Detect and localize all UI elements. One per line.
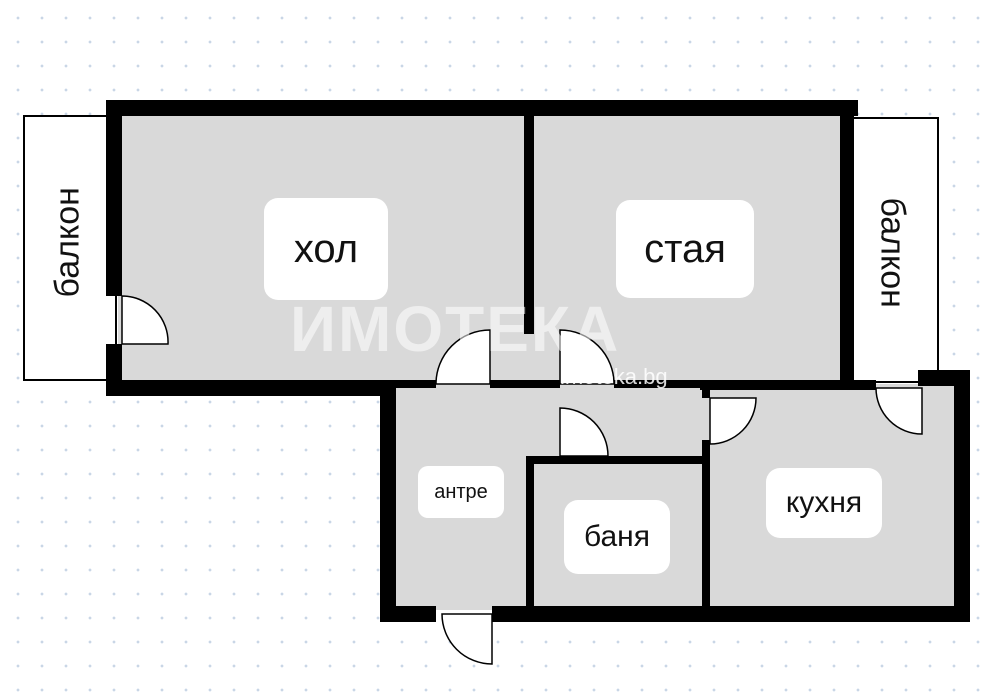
- door-kitchen: [709, 397, 757, 445]
- wall-hall-top-b: [490, 380, 560, 388]
- wall-living-bedroom: [524, 116, 534, 334]
- room-label-bathroom: баня: [564, 500, 670, 574]
- door-balcony-left: [121, 295, 169, 345]
- watermark-url: imoteka.bg: [560, 364, 668, 389]
- doors: [121, 295, 923, 665]
- walls: [106, 100, 970, 622]
- door-entrance: [441, 613, 493, 665]
- wall-left: [106, 100, 122, 296]
- door-balcony-right: [875, 387, 923, 435]
- wall-hall-left: [380, 384, 396, 622]
- wall-kitchen-top-right: [918, 370, 970, 386]
- balcony-right: [845, 117, 939, 383]
- watermark-brand: ИМОТЕКА: [290, 293, 621, 365]
- wall-living-bottom: [106, 380, 396, 396]
- wall-right-upper: [840, 100, 854, 384]
- wall-bottom-left: [380, 606, 436, 622]
- wall-kitchen-left-top: [702, 384, 710, 398]
- room-label-kitchen: кухня: [766, 468, 882, 538]
- wall-kitchen-top: [700, 380, 876, 390]
- room-label-bedroom: стая: [616, 200, 754, 298]
- wall-hall-top-c: [614, 380, 708, 388]
- wall-bottom-right: [492, 606, 970, 622]
- room-label-living: хол: [264, 198, 388, 300]
- room-label-hallway: антре: [418, 466, 504, 518]
- door-bathroom: [559, 407, 609, 457]
- wall-top: [106, 100, 858, 116]
- door-living: [435, 329, 491, 385]
- door-bedroom: [559, 329, 615, 385]
- wall-bath-top: [526, 456, 708, 464]
- wall-kitchen-left: [702, 440, 710, 612]
- wall-hall-top-a: [390, 380, 436, 388]
- room-label-balcony-left: балкон: [48, 187, 87, 298]
- wall-bath-left: [526, 456, 534, 612]
- balcony-left: [23, 115, 117, 381]
- room-label-balcony-right: балкон: [873, 197, 912, 308]
- wall-right: [954, 370, 970, 622]
